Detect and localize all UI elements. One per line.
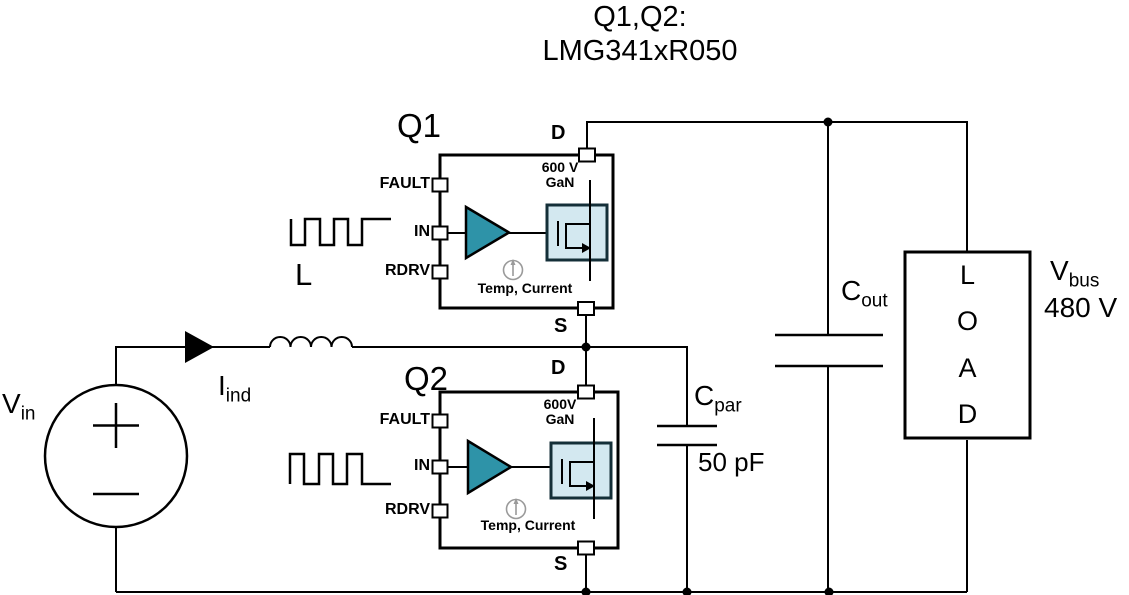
q2-designator: Q2 <box>404 360 449 397</box>
junction-dot <box>581 342 591 352</box>
gauge-icon <box>502 259 524 281</box>
q1-fault-terminal <box>431 177 449 193</box>
load-box <box>903 250 1032 440</box>
vbus-value: 480 V <box>1044 292 1118 323</box>
junction-dot <box>823 117 833 127</box>
load-label: L O A D <box>905 252 1030 438</box>
q1-sense-label: Temp, Current <box>477 280 573 296</box>
iind-label: Iind <box>218 370 252 407</box>
driver-triangle-icon <box>464 204 512 261</box>
q2-fet-channel <box>569 418 595 519</box>
source-circle <box>43 383 189 529</box>
q1-designator: Q1 <box>397 107 442 144</box>
q2-rating-line2: GaN <box>545 410 575 427</box>
q1-fet-arrow <box>582 243 591 253</box>
vin-label: Vin <box>2 388 36 425</box>
q1-pin-fault-label: FAULT <box>379 175 430 192</box>
q1-drain-terminal <box>578 147 596 163</box>
driver-triangle-icon <box>466 438 514 496</box>
junction-dot <box>824 587 834 595</box>
gauge-icon <box>505 498 527 520</box>
inductor-label: L <box>295 257 313 292</box>
q1-in-terminal <box>431 225 449 241</box>
junction-dot <box>682 587 692 595</box>
q2-pin-drain-label: D <box>551 357 566 379</box>
q2-rdrv-terminal <box>431 503 449 519</box>
right-arrow-icon <box>185 331 214 363</box>
q2-pin-rdrv-label: RDRV <box>384 501 430 518</box>
vbus-label: Vbus <box>1050 255 1100 292</box>
title-line2: LMG341xR050 <box>542 35 738 67</box>
title-line1: Q1,Q2: <box>593 1 687 33</box>
q1-rating-line1: 600 V <box>541 159 579 175</box>
q1-pin-source-label: S <box>554 315 568 337</box>
q2-in-terminal <box>431 459 449 475</box>
q2-source-terminal <box>577 540 595 556</box>
vin-source-symbol <box>43 383 189 529</box>
q2-fet-arrow <box>586 481 595 491</box>
q2-pin-in-label: IN <box>414 457 430 474</box>
q2-drain-terminal <box>577 384 595 400</box>
q2-sense-label: Temp, Current <box>480 517 576 533</box>
q2-rating-line1: 600V <box>543 396 577 412</box>
cpar-capacitor <box>657 424 717 447</box>
plus-icon <box>93 403 139 448</box>
q1-rdrv-terminal <box>431 264 449 280</box>
cpar-value: 50 pF <box>698 447 765 477</box>
q1-block <box>431 147 615 316</box>
q1-pin-rdrv-label: RDRV <box>384 262 430 279</box>
q1-fet-channel <box>565 180 591 281</box>
load-letter: O <box>956 306 978 337</box>
load-letter: L <box>959 259 976 290</box>
inductor-coil <box>269 336 353 348</box>
q1-gan-fet-box <box>545 203 609 262</box>
q2-block <box>431 384 620 556</box>
top-rail-wire <box>586 121 968 252</box>
junction-dot <box>581 587 591 595</box>
q1-rating-line2: GaN <box>545 173 575 190</box>
q1-fet-rating: 600 V GaN <box>515 160 605 189</box>
load-letter: A <box>958 352 977 383</box>
cout-capacitor <box>775 333 883 368</box>
switch-node-wire <box>352 346 688 426</box>
vin-top-lead <box>115 346 270 385</box>
q1-pin-drain-label: D <box>551 122 566 144</box>
q2-gan-fet-box <box>549 441 613 500</box>
cpar-label: Cpar <box>694 380 742 417</box>
load-letter: D <box>957 399 978 430</box>
q1-source-terminal <box>577 301 595 316</box>
q2-pwm-waveform-icon <box>288 452 391 486</box>
q2-fault-terminal <box>431 413 449 429</box>
q1-pin-in-label: IN <box>414 223 430 240</box>
q1-pwm-waveform-icon <box>289 217 391 247</box>
q2-pin-fault-label: FAULT <box>379 411 430 428</box>
cout-label: Cout <box>841 275 888 312</box>
q2-fet-rating: 600V GaN <box>515 397 605 426</box>
q2-pin-source-label: S <box>554 553 568 575</box>
